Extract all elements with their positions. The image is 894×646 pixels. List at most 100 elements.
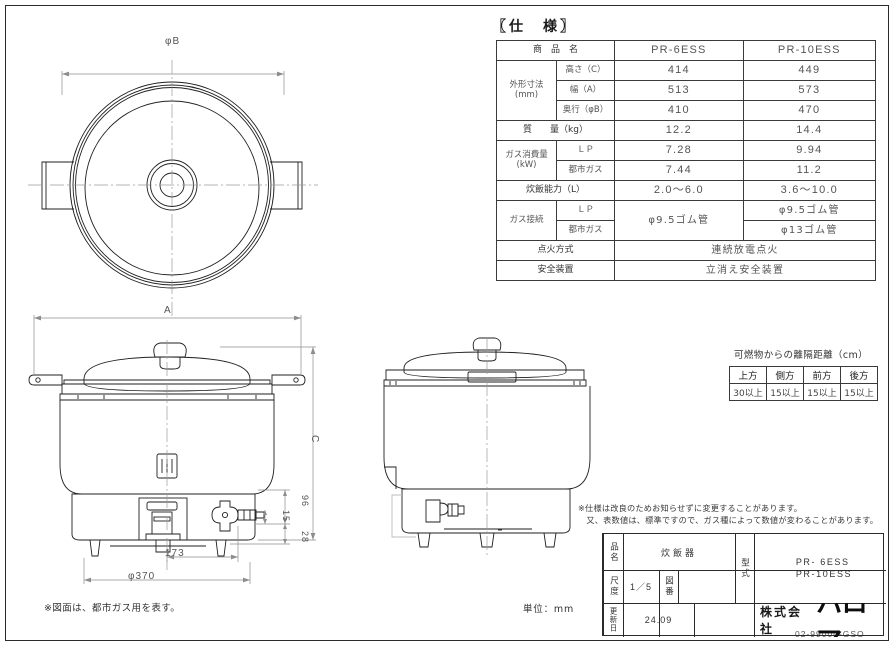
dim-label-28: 28	[300, 531, 310, 544]
spec-value: 2.0～6.0	[614, 180, 744, 201]
spec-row-sublabel: 都市ガス	[556, 160, 615, 181]
scale-label-text: 尺度	[608, 576, 619, 597]
spec-value: 573	[742, 80, 877, 101]
spec-value: 3.6～10.0	[742, 180, 877, 201]
title-block-update-label: 更新日	[604, 603, 623, 637]
table-row: ガス接続 ＬＰ φ9.5ゴム管 φ9.5ゴム管	[496, 200, 877, 241]
dim-label-15: 15	[281, 510, 291, 523]
spec-row-sublabel: 奥行（φB）	[556, 100, 615, 121]
title-block-name-label: 品名	[604, 534, 623, 570]
drawing-no-label-text: 図番	[663, 576, 674, 597]
table-row: 安全装置 立消え安全装置	[496, 260, 876, 281]
table-row: 上方 側方 前方 後方	[729, 366, 878, 384]
spec-row-label: 商 品 名	[496, 40, 615, 61]
spec-value: 14.4	[742, 120, 877, 141]
spec-row-sublabel: ＬＰ	[556, 200, 615, 221]
dim-label-width-a: A	[164, 305, 172, 316]
spec-row-label: 外形寸法 (mm)	[496, 60, 557, 121]
drawing-sheet-frame	[5, 5, 889, 641]
title-block-update-value: 24.09	[644, 615, 673, 625]
title-block-divider	[735, 534, 736, 603]
drawing-gas-type-note: ※図面は、都市ガス用を表す。	[44, 603, 181, 614]
dim-label-diameter-b: φB	[165, 36, 181, 47]
spec-value: 414	[614, 60, 744, 81]
spec-value: φ13ゴム管	[742, 220, 877, 241]
spec-row-label: 安全装置	[496, 260, 615, 281]
title-block-divider	[678, 570, 679, 603]
title-block-divider	[694, 603, 695, 637]
title-block-divider	[604, 570, 886, 571]
front-view-drawing	[28, 315, 316, 584]
spec-value: 410	[614, 100, 744, 121]
table-row: 奥行（φB） 410 470	[497, 100, 877, 121]
dim-label-base-diameter: φ370	[128, 571, 156, 582]
paloma-logo: パロマ	[816, 603, 867, 637]
title-block-blank-cell	[694, 603, 754, 637]
table-row: 30以上 15以上 15以上 15以上	[729, 383, 878, 401]
title-block-drawing-no-label: 図番	[659, 570, 678, 603]
title-block-scale-label: 尺度	[604, 570, 623, 603]
name-label-text: 品名	[608, 541, 619, 563]
spec-row-label: 点火方式	[496, 240, 615, 261]
spec-value: 9.94	[742, 140, 877, 161]
company-name: 株式会社	[760, 605, 803, 636]
title-block-model-label: 型式	[735, 534, 754, 603]
title-block-divider	[659, 570, 660, 637]
title-block-model-value: PR- 6ESS PR-10ESS	[795, 557, 853, 579]
spec-model-6ess: PR-6ESS	[614, 40, 744, 61]
spec-value: 7.44	[614, 160, 744, 181]
spec-row-label: 炊飯能力（L）	[496, 180, 615, 201]
model-label-text: 型式	[739, 558, 750, 579]
title-block-drawing-no-value	[678, 570, 735, 603]
company-block: 株式会社 パロマ	[754, 603, 886, 637]
clearance-table: 上方 側方 前方 後方 30以上 15以上 15以上 15以上	[729, 366, 878, 401]
spec-value: 11.2	[742, 160, 877, 181]
spec-value: 470	[742, 100, 877, 121]
spec-row-sublabel: 高さ（C）	[556, 60, 615, 81]
table-row: 炊飯能力（L） 2.0～6.0 3.6～10.0	[496, 180, 877, 201]
clearance-header-top: 上方	[729, 366, 767, 384]
spec-model-10ess: PR-10ESS	[742, 40, 877, 61]
table-row: 質 量（kg） 12.2 14.4	[496, 120, 877, 141]
clearance-value-side: 15以上	[766, 383, 804, 401]
spec-heading: 〖仕 様〗	[492, 19, 577, 35]
spec-value: 12.2	[614, 120, 744, 141]
dim-label-96: 96	[300, 495, 310, 508]
clearance-value-top: 30以上	[729, 383, 767, 401]
spec-row-label: ガス消費量 (kW)	[496, 140, 557, 181]
spec-row-label: ガス接続	[496, 200, 557, 241]
title-block-divider	[623, 534, 624, 637]
spec-row-sublabel: 都市ガス	[556, 220, 615, 241]
spec-disclaimer-note: ※仕様は改良のためお知らせずに変更することがあります。 又、表数値は、標準ですの…	[578, 503, 879, 525]
spec-row-sublabel: ＬＰ	[556, 140, 615, 161]
spec-value: 立消え安全装置	[614, 260, 876, 281]
spec-value: φ9.5ゴム管	[614, 200, 744, 241]
title-block-divider	[754, 534, 755, 637]
spec-table: 商 品 名 PR-6ESS PR-10ESS 外形寸法 (mm) 高さ（C） 4…	[496, 40, 877, 281]
title-block-name-value: 炊飯器	[660, 547, 697, 558]
spec-row-label: 質 量（kg）	[496, 120, 615, 141]
clearance-table-caption: 可燃物からの離隔距離（cm）	[734, 350, 869, 361]
top-view-drawing	[28, 60, 318, 316]
title-block-scale-value: 1／5	[629, 582, 652, 592]
table-row: ガス消費量 (kW) ＬＰ 7.28 9.94	[496, 140, 877, 181]
title-block-divider	[604, 603, 886, 604]
spec-value: φ9.5ゴム管	[742, 200, 877, 221]
document-number: 02-99000-GSO	[795, 629, 865, 639]
table-row: 外形寸法 (mm) 高さ（C） 414 449	[496, 60, 877, 121]
title-block: 品名 炊飯器 型式 PR- 6ESS PR-10ESS 尺度 1／5 図番 更新…	[602, 533, 886, 637]
table-row: 都市ガス φ13ゴム管	[497, 220, 877, 241]
update-label-text: 更新日	[609, 607, 618, 633]
dim-label-173: 173	[165, 548, 185, 559]
clearance-value-rear: 15以上	[840, 383, 878, 401]
clearance-value-front: 15以上	[803, 383, 841, 401]
side-view-drawing	[383, 337, 591, 556]
table-row: 点火方式 連続放電点火	[496, 240, 876, 261]
table-row: 商 品 名 PR-6ESS PR-10ESS	[496, 40, 877, 61]
spec-value: 7.28	[614, 140, 744, 161]
clearance-header-rear: 後方	[840, 366, 878, 384]
unit-note: 単位：mm	[523, 604, 575, 615]
clearance-header-front: 前方	[803, 366, 841, 384]
spec-value: 連続放電点火	[614, 240, 876, 261]
spec-value: 513	[614, 80, 744, 101]
